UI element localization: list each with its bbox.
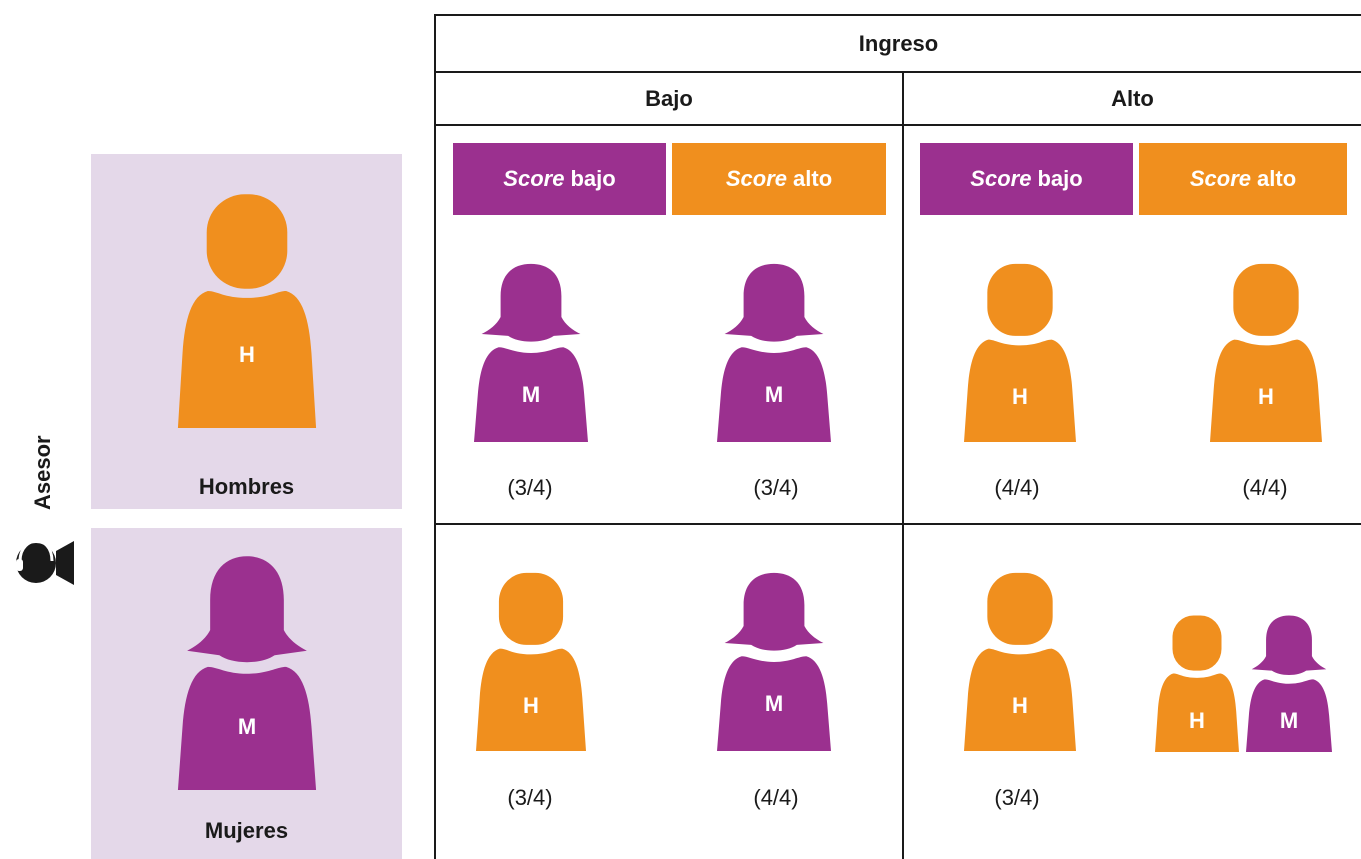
man-icon: H — [964, 262, 1076, 442]
score-level: alto — [793, 166, 833, 191]
woman-icon: M — [717, 262, 831, 442]
column-divider — [902, 71, 904, 859]
man-icon: H — [476, 571, 586, 751]
asesor-hombres-panel: H Hombres — [91, 154, 402, 509]
fraction-row1-alto-score-alto: (4/4) — [1242, 475, 1288, 500]
score-italic: Score — [725, 166, 788, 191]
man-icon: H — [1210, 262, 1322, 442]
header-alto: Alto — [1111, 86, 1154, 111]
ingreso-divider — [434, 71, 1361, 73]
person-letter: M — [1279, 708, 1299, 733]
asesor-axis-label: Asesor — [30, 435, 55, 510]
score-italic: Score — [1189, 166, 1252, 191]
score-level: bajo — [570, 166, 616, 191]
woman-figure-svg — [177, 556, 317, 790]
fraction-row2-alto-score-bajo: (3/4) — [994, 785, 1040, 810]
fraction-row1-bajo-score-bajo: (3/4) — [507, 475, 553, 500]
hombres-label: Hombres — [198, 474, 295, 499]
score-level: alto — [1257, 166, 1297, 191]
man-icon-small: H — [1155, 614, 1239, 752]
fraction-row2-bajo-score-bajo: (3/4) — [507, 785, 553, 810]
man-figure-svg — [177, 194, 317, 428]
fraction-row1-alto-score-bajo: (4/4) — [994, 475, 1040, 500]
man-icon: H — [177, 192, 317, 428]
person-letter: H — [1012, 384, 1028, 409]
woman-icon: M — [474, 262, 588, 442]
mujeres-label: Mujeres — [204, 818, 289, 843]
header-ingreso: Ingreso — [858, 31, 939, 56]
bajo-alto-header-divider — [434, 124, 1361, 126]
score-level: bajo — [1037, 166, 1083, 191]
person-letter: H — [1189, 708, 1205, 733]
man-icon: H — [964, 571, 1076, 751]
row-divider — [434, 523, 1361, 525]
score-italic: Score — [503, 166, 565, 191]
woman-icon: M — [717, 571, 831, 751]
header-bajo: Bajo — [645, 86, 693, 111]
score-italic: Score — [970, 166, 1032, 191]
person-letter: H — [1258, 384, 1274, 409]
person-letter: M — [237, 714, 257, 739]
person-letter: H — [1012, 693, 1028, 718]
table-top-border — [434, 14, 1361, 16]
woman-icon: M — [177, 554, 317, 790]
person-letter: M — [764, 382, 784, 407]
woman-icon-small: M — [1246, 614, 1332, 752]
asesor-mujeres-panel: M Mujeres — [91, 528, 402, 859]
person-letter: H — [523, 693, 539, 718]
person-letter: M — [521, 382, 541, 407]
person-letter: H — [239, 342, 255, 367]
headset-agent-icon — [12, 537, 76, 589]
fraction-row1-bajo-score-alto: (3/4) — [753, 475, 799, 500]
person-letter: M — [764, 691, 784, 716]
table-left-border — [434, 14, 436, 859]
fraction-row2-bajo-score-alto: (4/4) — [753, 785, 799, 810]
